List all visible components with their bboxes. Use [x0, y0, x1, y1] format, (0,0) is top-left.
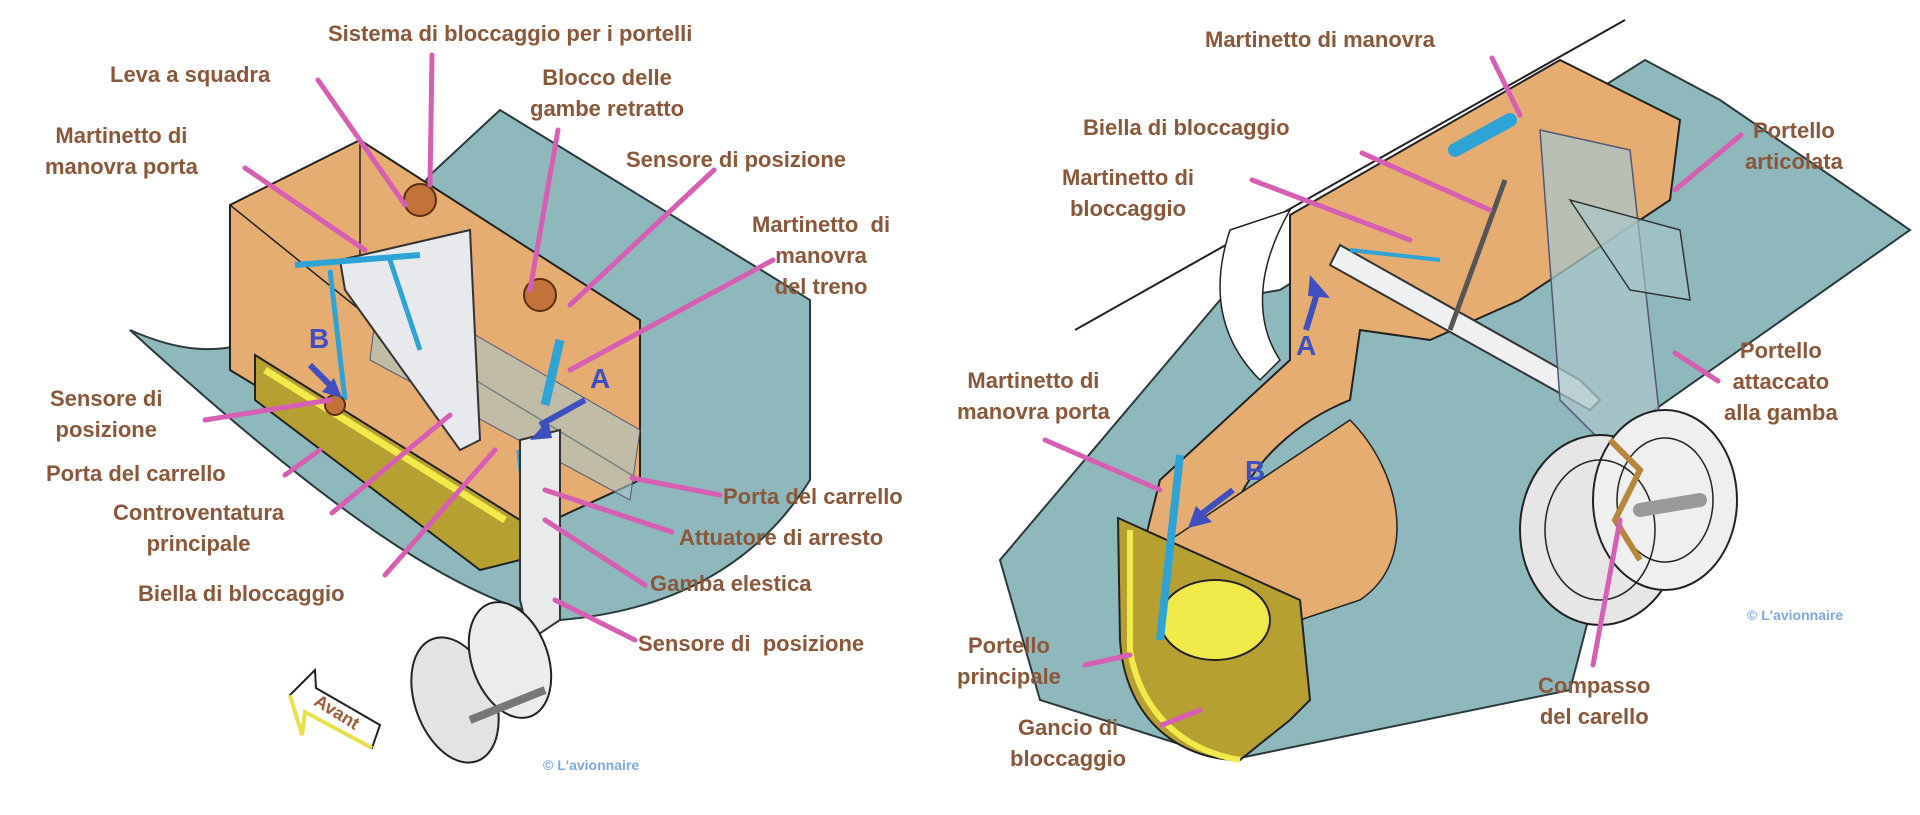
leader-portello-attaccato	[1672, 350, 1721, 384]
left-pointer-arrows	[307, 362, 587, 440]
leader-leva	[315, 77, 408, 208]
label-blocco-gambe-retratto: Blocco delle gambe retratto	[530, 65, 685, 121]
copyright-left: © L'avionnaire	[543, 757, 640, 773]
label-biella-bloccaggio: Biella di bloccaggio	[138, 581, 345, 606]
leader-biella	[382, 447, 498, 578]
label-leva-a-squadra: Leva a squadra	[110, 62, 271, 87]
marker-a-right: A	[1296, 330, 1317, 361]
label-sensore-posizione-bottom: Sensore di posizione	[638, 631, 865, 656]
leader-martinetto-treno	[567, 257, 776, 373]
leader-sensore-bottom	[552, 597, 638, 643]
marker-b-left: B	[309, 323, 330, 354]
label-martinetto-manovra-porta: Martinetto di manovra porta	[45, 123, 198, 179]
leader-martinetto-manovra	[1489, 55, 1523, 118]
right-door-actuator	[1156, 454, 1184, 641]
label-gamba-elestica: Gamba elestica	[650, 571, 812, 596]
leader-gancio	[1159, 707, 1203, 728]
left-shock-strut	[519, 428, 561, 642]
leader-martinetto-bloccaggio	[1249, 177, 1413, 243]
left-leader-lines	[202, 52, 776, 643]
label-gancio-bloccaggio: Gancio di bloccaggio	[1010, 715, 1127, 771]
leader-biella-right	[1359, 150, 1493, 213]
right-pointer-arrows	[1188, 275, 1330, 528]
right-retraction-actuator	[1448, 113, 1517, 157]
leader-controventatura	[329, 412, 453, 516]
leader-portello-principale	[1082, 652, 1133, 668]
leader-gamba	[542, 517, 648, 588]
right-hinged-door	[1568, 198, 1691, 301]
left-gear-illustration	[129, 108, 811, 764]
label-martinetto-manovra-porta-right: Martinetto di manovra porta	[957, 368, 1110, 424]
right-gear-illustration	[998, 19, 1912, 763]
label-martinetto-manovra: Martinetto di manovra	[1205, 27, 1435, 52]
leader-attuatore	[542, 487, 675, 535]
leader-sistema	[427, 52, 435, 188]
right-leader-lines	[1042, 55, 1744, 728]
label-sensore-posizione-top: Sensore di posizione	[626, 147, 847, 172]
label-controventatura-principale: Controventatura principale	[113, 500, 285, 556]
label-attuatore-arresto: Attuatore di arresto	[679, 525, 884, 550]
label-biella-bloccaggio-right: Biella di bloccaggio	[1083, 115, 1290, 140]
label-compasso-carello: Compasso del carello	[1538, 673, 1651, 729]
label-sistema-bloccaggio-portelli: Sistema di bloccaggio per i portelli	[328, 21, 693, 46]
marker-a-left: A	[590, 363, 611, 394]
label-martinetto-manovra-treno: Martinetto di manovra del treno	[752, 212, 891, 299]
label-martinetto-bloccaggio: Martinetto di bloccaggio	[1062, 165, 1194, 221]
leader-sensore-top	[567, 167, 717, 308]
marker-b-right: B	[1245, 455, 1266, 486]
label-portello-attaccato-gamba: Portello attaccato alla gamba	[1724, 338, 1838, 425]
label-portello-principale: Portello principale	[957, 633, 1061, 689]
label-porta-carrello-left: Porta del carrello	[46, 461, 226, 486]
copyright-right: © L'avionnaire	[1747, 607, 1844, 623]
label-sensore-posizione-left: Sensore di posizione	[50, 386, 163, 442]
leader-porta-right	[629, 475, 723, 498]
label-portello-articolata: Portello articolata	[1745, 118, 1843, 174]
leader-blocco	[527, 127, 561, 293]
leader-porta-left	[282, 447, 323, 478]
leader-sensore-left	[202, 397, 333, 423]
leader-martinetto-porta	[242, 165, 368, 253]
leader-martinetto-porta-right	[1042, 437, 1163, 493]
direction-arrow-icon	[288, 667, 382, 750]
left-main-brace	[338, 228, 482, 452]
left-wheel-2	[467, 601, 553, 719]
leader-compasso	[1590, 517, 1623, 668]
leader-portello-articolata	[1672, 132, 1744, 193]
label-porta-carrello-right: Porta del carrello	[723, 484, 903, 509]
